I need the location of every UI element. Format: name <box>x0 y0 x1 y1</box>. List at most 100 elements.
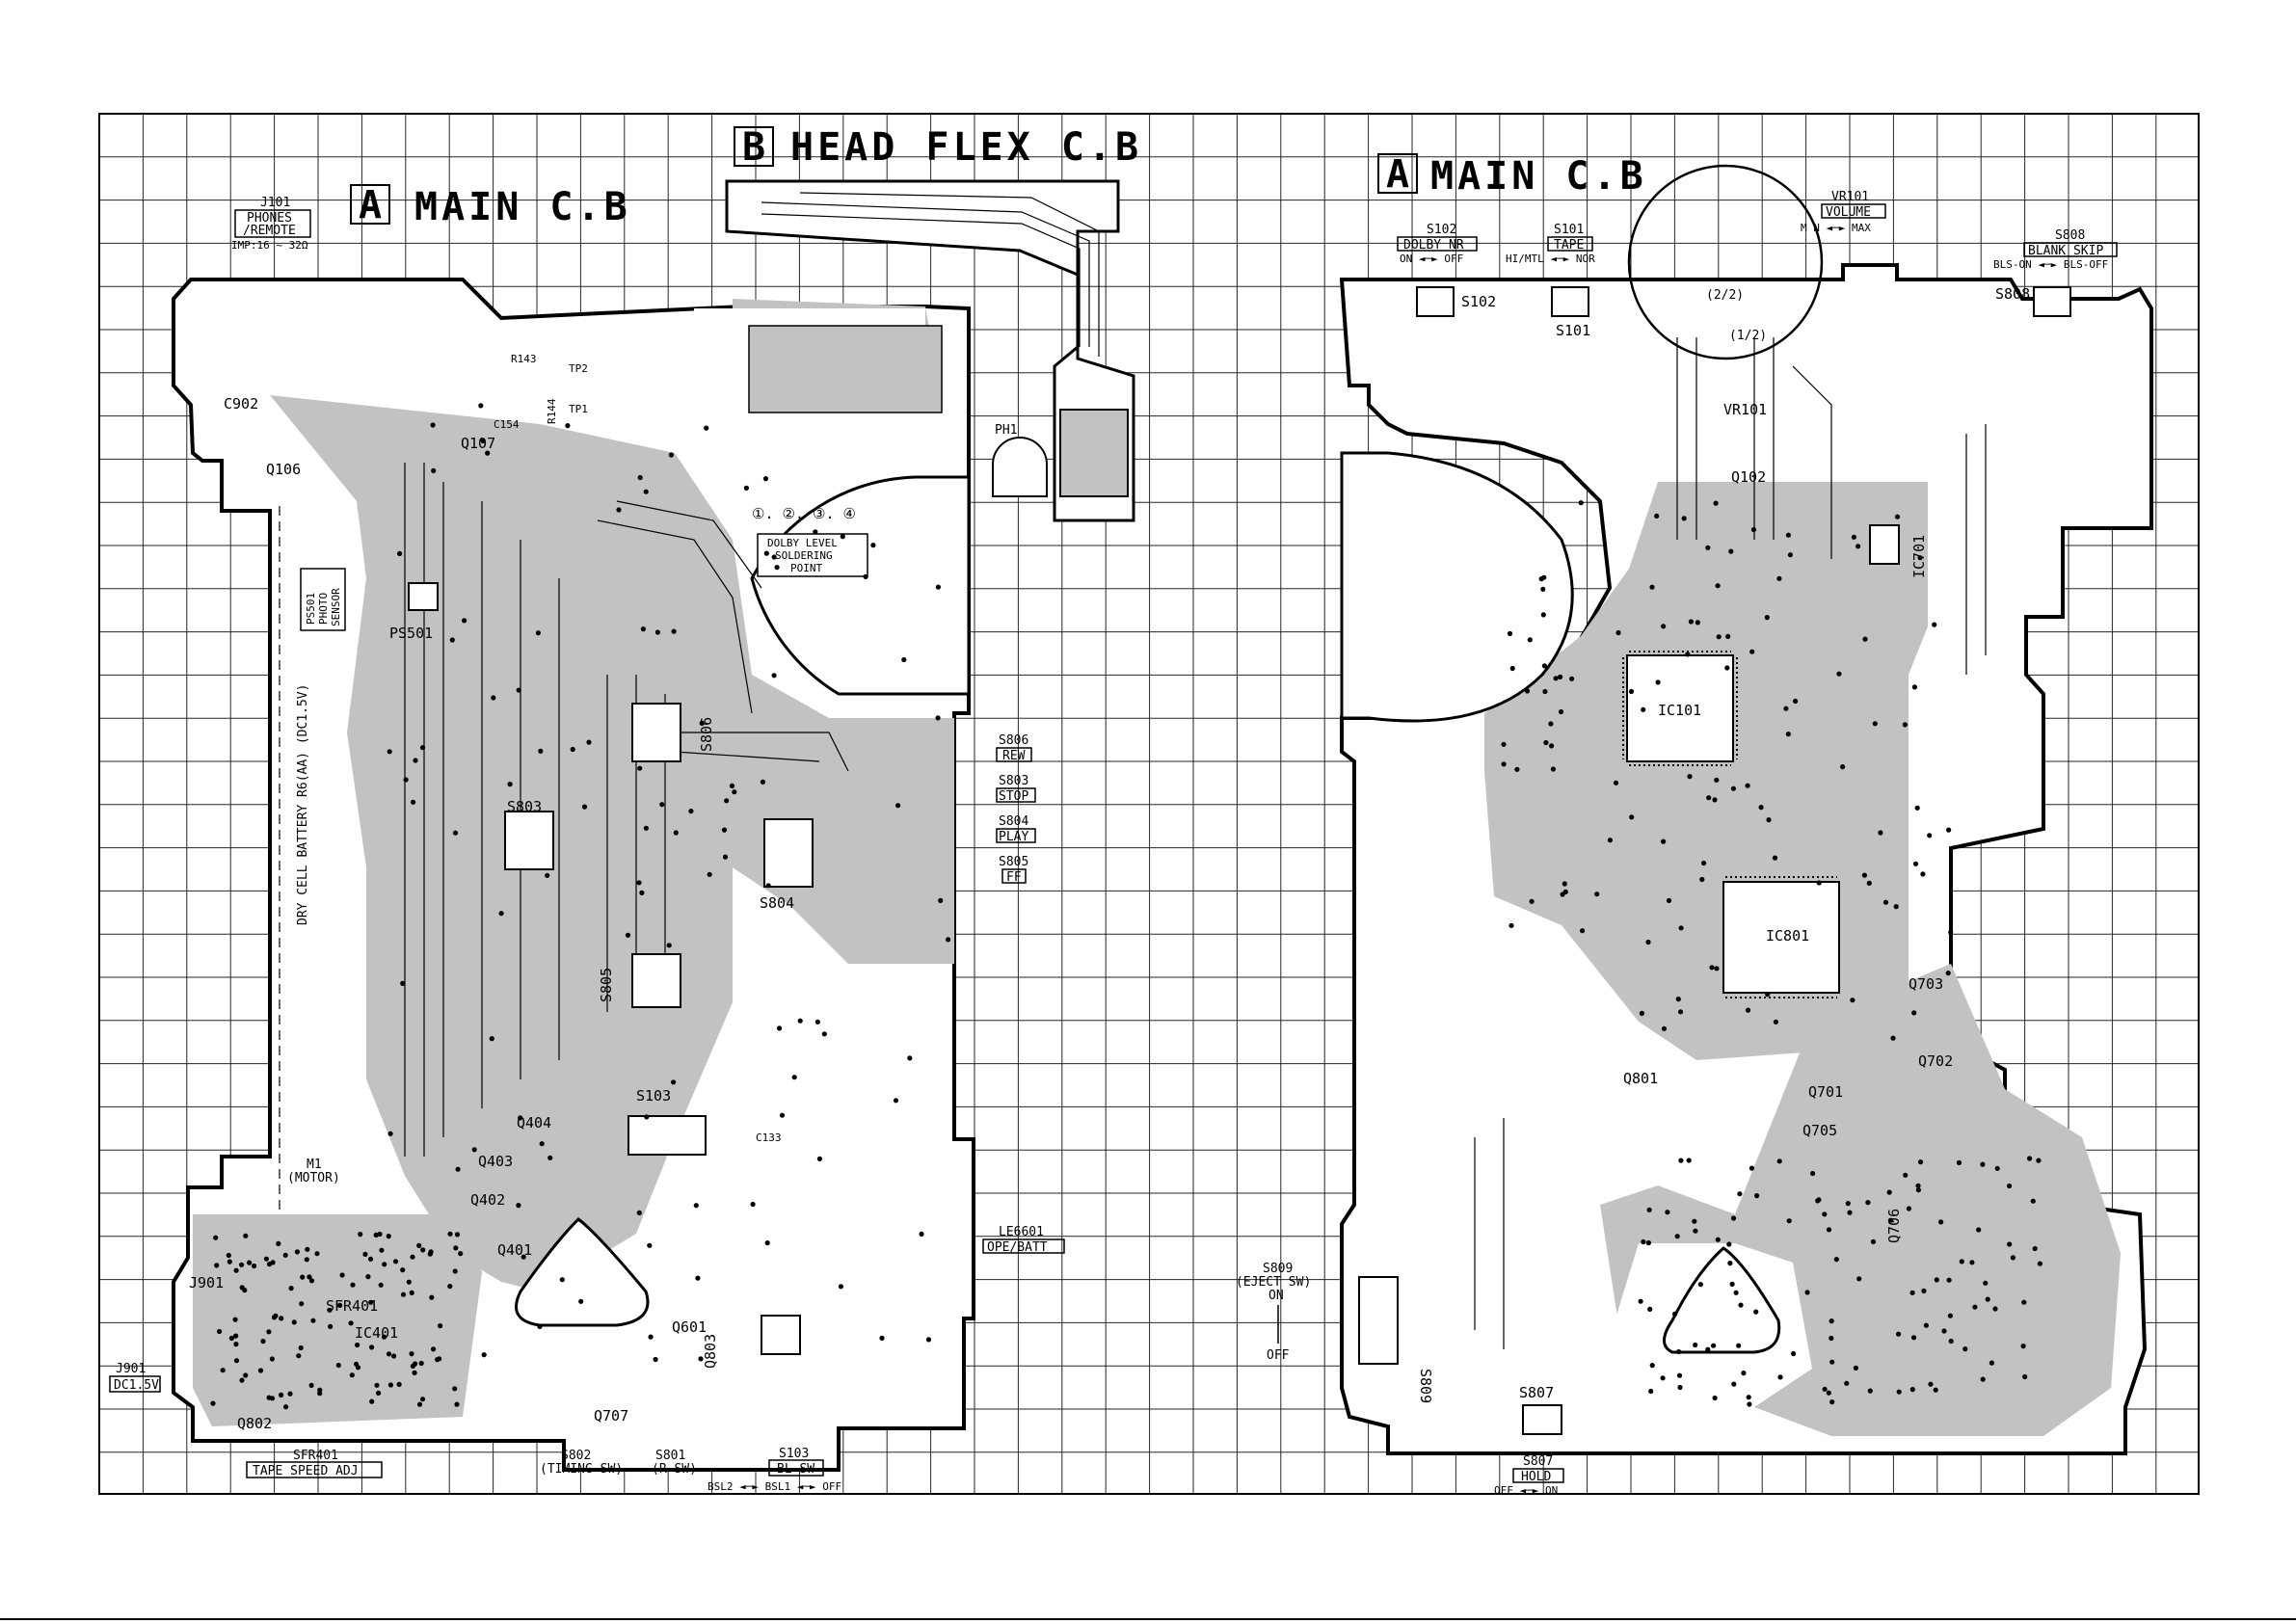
solder-pad <box>1509 665 1515 672</box>
vr101-label-b: VOLUME <box>1826 205 1871 220</box>
solder-pad <box>779 1112 786 1118</box>
solder-pad <box>1645 939 1651 945</box>
solder-pad <box>438 1323 443 1329</box>
solder-pad <box>1836 671 1842 677</box>
solder-pad <box>1746 1395 1751 1400</box>
solder-pad <box>1661 624 1667 629</box>
solder-pad <box>387 1382 393 1388</box>
solder-pad <box>764 1240 770 1246</box>
solder-pad <box>1758 805 1764 811</box>
solder-pad <box>1787 552 1793 558</box>
solder-pad <box>362 1251 368 1257</box>
solder-pad <box>1917 1159 1924 1165</box>
solder-pad <box>1948 929 1954 935</box>
solder-pad <box>437 1356 442 1362</box>
solder-pad <box>765 883 771 889</box>
solder-pad <box>1972 1304 1978 1310</box>
s807-label-c: OFF ◄─► ON <box>1494 1484 1558 1497</box>
solder-pad <box>294 1249 300 1255</box>
solder-pad <box>1615 629 1621 636</box>
s103-mid-label: S103 <box>636 1087 671 1105</box>
head-b-box <box>734 126 774 167</box>
solder-pad <box>1542 688 1548 695</box>
solder-pad <box>396 1381 402 1387</box>
solder-pad <box>1992 1306 1998 1312</box>
solder-pad <box>1675 997 1681 1002</box>
solder-pad <box>535 630 542 636</box>
solder-pad <box>1980 1376 1986 1382</box>
solder-pad <box>400 1291 407 1297</box>
c154-label: C154 <box>494 418 520 431</box>
solder-pad <box>296 1353 302 1359</box>
solder-pad <box>374 1382 380 1388</box>
solder-pad <box>317 1391 323 1397</box>
s804-play-a: S804 <box>999 814 1028 829</box>
solder-pad <box>1903 1172 1909 1178</box>
solder-pad <box>1745 783 1750 788</box>
solder-pad <box>1676 1372 1683 1378</box>
solder-pad <box>1765 992 1771 998</box>
solder-pad <box>471 1147 477 1153</box>
solder-pad <box>1865 1200 1871 1206</box>
right-annotations: S102 DOLBY NR ON ◄─► OFF S101 TAPE HI/MT… <box>1236 190 2118 1497</box>
solder-pad <box>879 1335 885 1341</box>
solder-pad <box>1921 1288 1927 1293</box>
solder-pad <box>247 1260 253 1265</box>
solder-pad <box>213 1235 219 1240</box>
solder-pad <box>1804 1290 1810 1295</box>
solder-pad <box>447 1284 453 1290</box>
bsl-label: BSL2 ◄─► BSL1 ◄─► OFF <box>707 1480 841 1493</box>
q701-label: Q701 <box>1808 1083 1843 1101</box>
solder-pad <box>654 629 661 635</box>
s807-board-label: S807 <box>1519 1384 1554 1401</box>
right-board-title: MAIN C.B <box>1430 154 1647 199</box>
solder-pad <box>1712 1395 1718 1401</box>
solder-pad <box>480 438 486 443</box>
sfr401-bottom-label: SFR401 <box>293 1449 338 1463</box>
ic801-label: IC801 <box>1766 927 1809 945</box>
solder-pad <box>838 1284 844 1290</box>
solder-pad <box>1737 1191 1743 1197</box>
solder-pad <box>430 422 436 428</box>
solder-pad <box>581 804 588 810</box>
solder-pad <box>210 1400 216 1406</box>
le601-b: OPE/BATT <box>987 1240 1048 1255</box>
solder-pad <box>521 1254 526 1260</box>
solder-pad <box>1870 1238 1877 1244</box>
solder-pad <box>420 1247 426 1253</box>
solder-pad <box>2010 1255 2016 1261</box>
solder-pad <box>1724 665 1730 671</box>
left-annotations: J101 PHONES /REMOTE IMP:16 ~ 32Ω Q107 Q1… <box>109 196 1065 1493</box>
s804-label: S804 <box>760 894 794 912</box>
solder-pad <box>1833 1257 1839 1263</box>
solder-pad <box>539 1141 545 1147</box>
solder-pad <box>369 1344 375 1350</box>
solder-pad <box>1878 830 1883 836</box>
solder-pad <box>403 777 409 783</box>
solder-pad <box>586 739 592 745</box>
solder-pad <box>410 1363 415 1369</box>
solder-pad <box>232 1317 238 1322</box>
solder-pad <box>1727 1261 1733 1266</box>
solder-pad <box>1980 1161 1986 1167</box>
solder-pad <box>1738 1302 1744 1308</box>
solder-pad <box>647 1242 653 1248</box>
solder-pad <box>616 507 622 513</box>
s806-rew-a: S806 <box>999 733 1028 748</box>
left-triangle-cutout <box>515 1217 650 1327</box>
solder-pad <box>1822 1386 1828 1392</box>
solder-pad <box>1562 889 1568 895</box>
solder-pad <box>269 1356 275 1362</box>
solder-pad <box>226 1252 231 1259</box>
solder-pad <box>387 749 392 755</box>
solder-pad <box>263 1256 269 1262</box>
dolby-level-1: DOLBY LEVEL <box>767 537 838 549</box>
solder-pad <box>1548 721 1554 727</box>
photo-sensor-1: PS501 <box>305 593 317 625</box>
solder-pad <box>1693 1228 1698 1234</box>
solder-pad <box>257 1368 264 1373</box>
solder-pad <box>774 565 780 571</box>
solder-pad <box>233 1342 239 1347</box>
solder-pad <box>409 1290 414 1295</box>
solder-pad <box>659 802 665 808</box>
